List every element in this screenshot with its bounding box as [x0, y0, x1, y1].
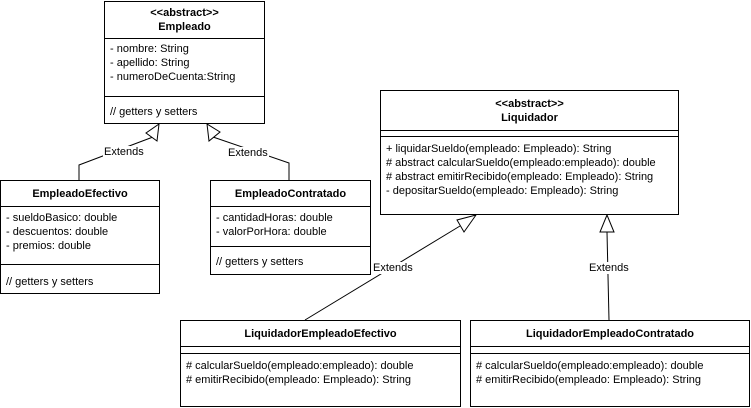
stereotype-label: <<abstract>> [495, 98, 564, 110]
arrowhead-contratado [206, 123, 221, 142]
edge-contratado-to-empleado [212, 136, 290, 180]
method: # calcularSueldo(empleado:empleado): dou… [476, 360, 704, 372]
method: // getters y setters [110, 106, 198, 118]
methods-section: // getters y setters [1, 265, 159, 289]
arrowhead-liq-contratado [599, 213, 615, 233]
attributes-section: - nombre: String - apellido: String - nu… [105, 39, 264, 97]
method: # abstract emitirRecibido(empleado: Empl… [386, 171, 654, 183]
attribute: - valorPorHora: double [216, 226, 327, 238]
class-liquidador-empleado-efectivo[interactable]: LiquidadorEmpleadoEfectivo # calcularSue… [180, 320, 461, 407]
class-header: <<abstract>> Empleado [105, 2, 264, 39]
class-empleado[interactable]: <<abstract>> Empleado - nombre: String -… [104, 1, 265, 124]
class-name: LiquidadorEmpleadoContratado [525, 328, 695, 340]
edge-label-liq-efectivo: Extends [372, 262, 414, 274]
class-empleado-contratado[interactable]: EmpleadoContratado - cantidadHoras: doub… [210, 180, 371, 275]
edge-liq-contratado-to-liquidador [606, 231, 610, 321]
method: # emitirRecibido(empleado: Empleado): St… [186, 374, 411, 386]
attributes-section: - sueldoBasico: double - descuentos: dou… [1, 207, 159, 265]
attribute: - numeroDeCuenta:String [110, 71, 236, 83]
class-name: EmpleadoEfectivo [32, 188, 128, 200]
class-header: LiquidadorEmpleadoContratado [471, 321, 749, 347]
attribute: - descuentos: double [6, 226, 109, 238]
edge-efectivo-to-empleado [78, 136, 154, 180]
method: # calcularSueldo(empleado:empleado): dou… [186, 360, 414, 372]
attribute: - premios: double [6, 240, 91, 252]
edge-label-efectivo: Extends [103, 146, 145, 158]
method: // getters y setters [6, 276, 94, 288]
stereotype-label: <<abstract>> [150, 7, 219, 19]
class-header: EmpleadoContratado [211, 181, 370, 207]
class-liquidador[interactable]: <<abstract>> Liquidador + liquidarSueldo… [380, 90, 679, 215]
edge-label-liq-contratado: Extends [588, 262, 630, 274]
attributes-section [471, 347, 749, 354]
edge-label-contratado: Extends [227, 147, 269, 159]
attribute: - sueldoBasico: double [6, 212, 118, 224]
methods-section: // getters y setters [105, 97, 264, 119]
attributes-section [181, 347, 460, 354]
class-header: EmpleadoEfectivo [1, 181, 159, 207]
methods-section: // getters y setters [211, 247, 370, 269]
attributes-section [381, 131, 678, 137]
class-name: Liquidador [501, 112, 558, 124]
class-liquidador-empleado-contratado[interactable]: LiquidadorEmpleadoContratado # calcularS… [470, 320, 750, 407]
class-name: Empleado [158, 21, 211, 33]
attributes-section: - cantidadHoras: double - valorPorHora: … [211, 207, 370, 247]
arrowhead-liq-efectivo [456, 214, 478, 233]
class-empleado-efectivo[interactable]: EmpleadoEfectivo - sueldoBasico: double … [0, 180, 160, 294]
method: // getters y setters [216, 256, 304, 268]
methods-section: + liquidarSueldo(empleado: Empleado): St… [381, 137, 678, 198]
arrowhead-efectivo [145, 122, 160, 142]
attribute: - apellido: String [110, 57, 190, 69]
method: - depositarSueldo(empleado: Empleado): S… [386, 185, 619, 197]
class-name: EmpleadoContratado [234, 188, 347, 200]
class-header: LiquidadorEmpleadoEfectivo [181, 321, 460, 347]
methods-section: # calcularSueldo(empleado:empleado): dou… [181, 354, 460, 387]
attribute: - cantidadHoras: double [216, 212, 333, 224]
attribute: - nombre: String [110, 43, 189, 55]
method: # abstract calcularSueldo(empleado:emple… [386, 157, 656, 169]
class-header: <<abstract>> Liquidador [381, 91, 678, 131]
method: # emitirRecibido(empleado: Empleado): St… [476, 374, 701, 386]
class-name: LiquidadorEmpleadoEfectivo [244, 328, 397, 340]
methods-section: # calcularSueldo(empleado:empleado): dou… [471, 354, 749, 387]
method: + liquidarSueldo(empleado: Empleado): St… [386, 143, 612, 155]
